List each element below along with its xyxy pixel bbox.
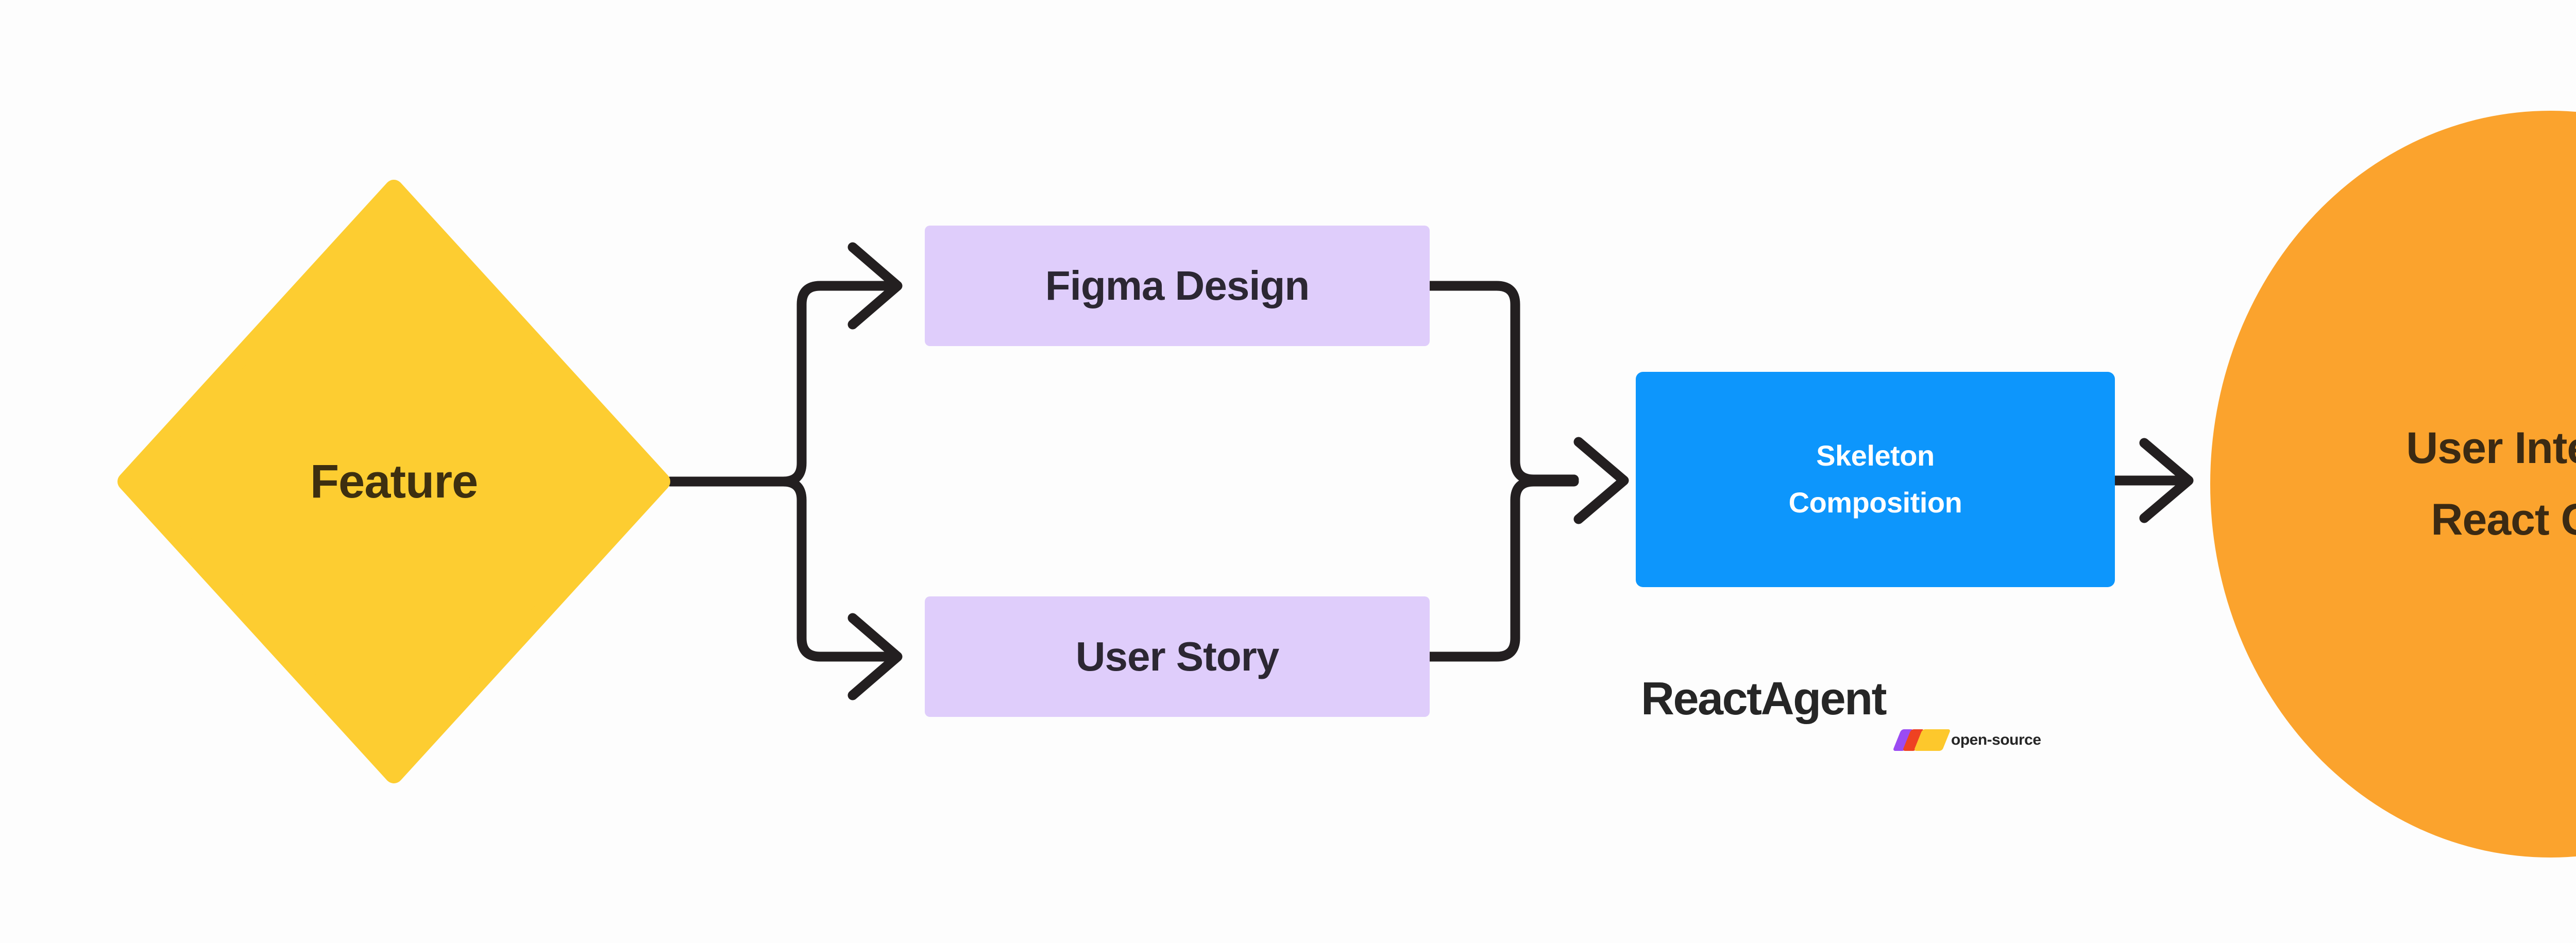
open-source-badge: open-source [1892,729,2041,751]
edge-skeleton-to-ui-arrowhead [2139,438,2194,523]
edge-to-skeleton-arrowhead [1573,437,1629,524]
node-skeleton-composition-label-line2: Composition [1788,486,1962,519]
reactagent-wordmark: ReactAgent [1641,673,1887,725]
node-user-interface-label-line2: React Code [2431,495,2576,544]
node-feature[interactable]: Feature [117,180,670,783]
edge-feature-to-figma-arrowhead [848,242,903,330]
edge-feature-to-story [778,476,902,662]
open-source-badge-label: open-source [1951,731,2041,748]
node-feature-label: Feature [310,455,478,508]
node-figma-design-label: Figma Design [1045,263,1310,308]
edge-story-to-skeleton [1425,476,1579,662]
edge-figma-to-skeleton [1425,281,1579,485]
node-user-story-label: User Story [1075,633,1280,679]
diamond-shape [117,180,670,783]
node-skeleton-composition[interactable]: Skeleton Composition [1636,372,2115,587]
reactagent-logo-icon [1892,729,1951,751]
edge-feature-to-story-arrowhead [848,613,903,700]
reactagent-brand-lockup: ReactAgent open-source [1641,673,2041,774]
node-user-story[interactable]: User Story [925,596,1430,717]
edge-feature-to-figma [778,281,902,487]
node-user-interface-label-line1: User Interface [2406,423,2576,473]
node-skeleton-composition-label-line1: Skeleton [1816,439,1935,472]
node-figma-design[interactable]: Figma Design [925,226,1430,346]
